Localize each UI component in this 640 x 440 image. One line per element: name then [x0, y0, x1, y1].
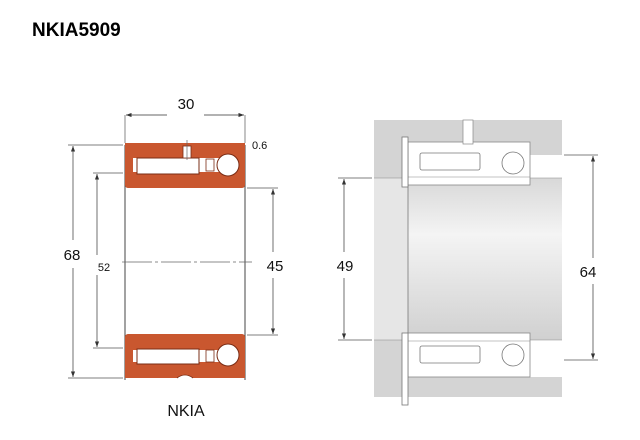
outer-diameter-label: 68: [64, 247, 81, 264]
shaft-shoulder-label: 49: [337, 258, 354, 275]
width-label: 30: [178, 96, 195, 113]
width-dimension: 30: [124, 96, 246, 143]
bearing-type-label: NKIA: [167, 403, 205, 420]
bore-diameter-dimension: 45: [247, 187, 284, 336]
housing-bottom: [374, 377, 562, 397]
housing-shoulder-label: 64: [580, 264, 597, 281]
part-number-title: NKIA5909: [32, 20, 121, 41]
housing-shoulder-dimension: 64: [564, 154, 598, 361]
shaft-shoulder-dimension: 49: [337, 177, 372, 341]
mounting-section: [374, 119, 562, 406]
outer-diameter-dimension: 68: [64, 144, 123, 379]
bore-diameter-label: 45: [267, 258, 284, 275]
bearing-section: [122, 140, 252, 380]
raceway-diameter-dimension: 52: [93, 172, 123, 349]
top-ring-section: [125, 143, 245, 188]
bottom-ring-section: [125, 334, 245, 379]
chamfer-label: 0.6: [252, 140, 267, 152]
raceway-diameter-label: 52: [98, 262, 110, 274]
